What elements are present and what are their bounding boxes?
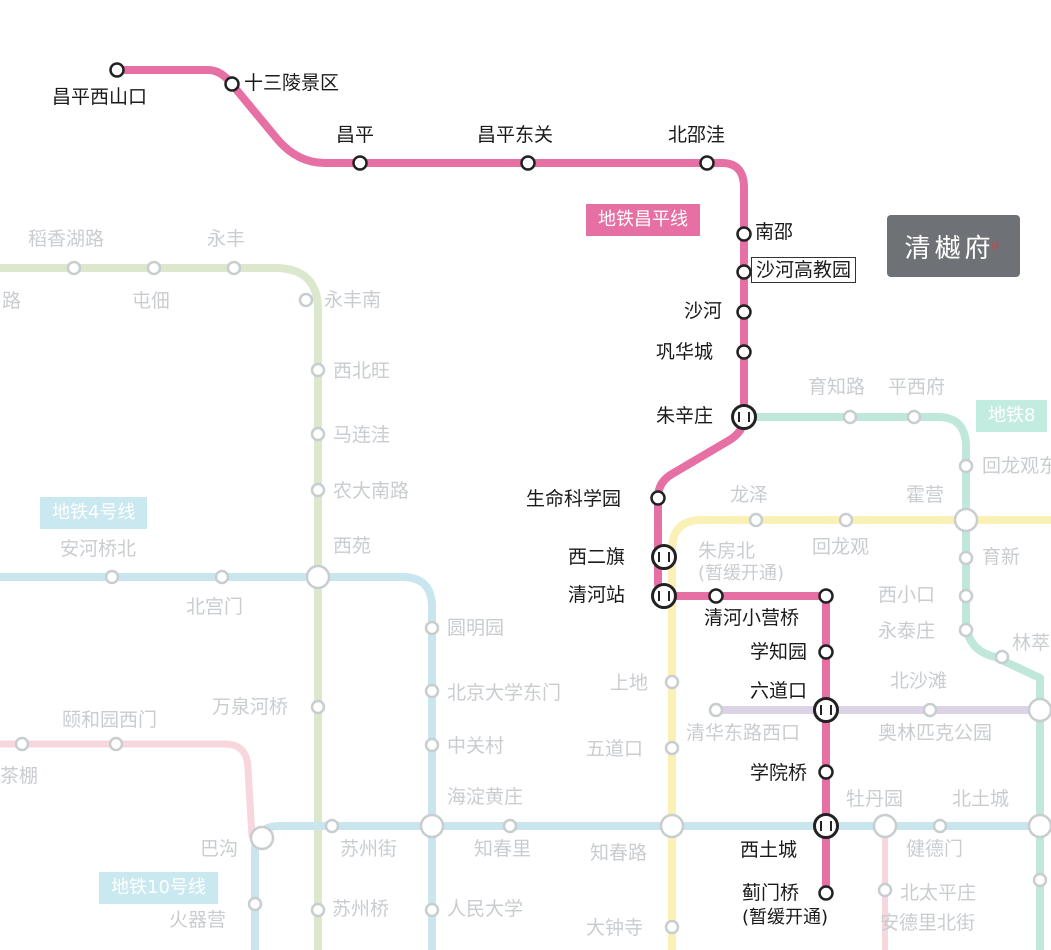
changping-transfers bbox=[651, 404, 839, 839]
faded-station-label: 苏州桥 bbox=[332, 898, 390, 920]
station-label[interactable]: 朱辛庄 bbox=[656, 405, 714, 427]
station-label[interactable]: 清河站 bbox=[568, 584, 626, 606]
changping-stations bbox=[109, 62, 834, 901]
faded-station-label: 回龙观东大街 bbox=[982, 455, 1051, 477]
faded-station-label: 西苑 bbox=[333, 535, 372, 557]
station-label[interactable]: 六道口 bbox=[750, 680, 808, 702]
faded-station-label: 安河桥北 bbox=[60, 538, 137, 560]
faded-station-label: 龙泽 bbox=[730, 484, 769, 506]
line8-badge: 地铁8 bbox=[976, 400, 1048, 432]
faded-station-label: 知春路 bbox=[590, 842, 648, 864]
faded-station-label: 永丰 bbox=[207, 228, 246, 250]
faded-station-label: 霍营 bbox=[906, 484, 945, 506]
faded-station-label: 火器营 bbox=[169, 909, 227, 931]
faded-station-label: 北宫门 bbox=[186, 596, 244, 618]
faded-station-label: 苏州街 bbox=[340, 838, 398, 860]
station-label[interactable]: 沙河 bbox=[684, 300, 723, 322]
callout-text: 清樾府 bbox=[904, 233, 995, 264]
faded-station-label: 永丰南 bbox=[324, 289, 382, 311]
faded-station-label: 农大南路 bbox=[333, 480, 410, 502]
station-label[interactable]: 十三陵景区 bbox=[244, 72, 340, 94]
faded-station-label: 西小口 bbox=[878, 584, 936, 606]
station-label[interactable]: 巩华城 bbox=[656, 341, 714, 363]
station-label[interactable]: 生命科学园 bbox=[526, 488, 622, 510]
faded-station-label: 海淀黄庄 bbox=[447, 786, 524, 808]
faded-station-label: 清华东路西口 bbox=[686, 722, 801, 744]
faded-station-label: 健德门 bbox=[906, 838, 964, 860]
station-label[interactable]: 西二旗 bbox=[568, 546, 626, 568]
faded-station-label: 朱房北 bbox=[698, 540, 756, 562]
faded-partial-label: 茶棚 bbox=[0, 765, 39, 787]
faded-station-label: 中关村 bbox=[447, 735, 505, 757]
faded-station-label: 林萃 bbox=[1012, 632, 1051, 654]
faded-station-label: 知春里 bbox=[474, 838, 532, 860]
station-label[interactable]: 昌平东关 bbox=[477, 124, 554, 146]
station-label[interactable]: 学院桥 bbox=[750, 762, 808, 784]
station-label[interactable]: 清河小营桥 bbox=[704, 607, 800, 629]
faded-station-label: 稻香湖路 bbox=[28, 228, 105, 250]
faded-station-label: 西北旺 bbox=[333, 360, 391, 382]
faded-station-label: 育知路 bbox=[808, 376, 866, 398]
faded-station-label: 上地 bbox=[610, 672, 649, 694]
faded-station-label: 北沙滩 bbox=[890, 670, 948, 692]
faded-station-label: 北土城 bbox=[952, 788, 1010, 810]
faded-station-label: 牡丹园 bbox=[846, 788, 904, 810]
station-label[interactable]: 蓟门桥 bbox=[742, 882, 800, 904]
faded-station-label: 圆明园 bbox=[447, 617, 505, 639]
faded-station-label: 五道口 bbox=[586, 738, 644, 760]
highlighted-station-label[interactable]: 沙河高教园 bbox=[751, 257, 857, 283]
faded-station-label: 颐和园西门 bbox=[62, 709, 158, 731]
changping-line-track bbox=[113, 66, 830, 899]
background-stations bbox=[14, 260, 1048, 935]
station-label[interactable]: 西土城 bbox=[740, 839, 798, 861]
faded-station-label: 北太平庄 bbox=[900, 882, 977, 904]
station-label[interactable]: 学知园 bbox=[750, 641, 808, 663]
changping-line-badge: 地铁昌平线 bbox=[586, 204, 700, 236]
transfer-glyphs bbox=[658, 412, 832, 831]
background-transfers bbox=[249, 507, 1051, 851]
faded-station-label: 马连洼 bbox=[333, 424, 391, 446]
faded-station-label: 永泰庄 bbox=[878, 620, 936, 642]
faded-station-label: 巴沟 bbox=[200, 838, 239, 860]
line4-badge: 地铁4号线 bbox=[40, 497, 148, 529]
faded-station-label: 奥林匹克公园 bbox=[878, 722, 993, 744]
pink-faded-track bbox=[0, 740, 256, 840]
west-green-line bbox=[0, 264, 322, 950]
suspended-note: (暂缓开通) bbox=[742, 907, 829, 928]
faded-station-label: 平西府 bbox=[888, 376, 946, 398]
station-label[interactable]: 南邵 bbox=[755, 221, 794, 243]
faded-partial-label: 路 bbox=[2, 290, 22, 312]
faded-station-label: 人民大学 bbox=[447, 898, 524, 920]
station-label[interactable]: 昌平西山口 bbox=[52, 86, 148, 108]
faded-suspended-note: (暂缓开通) bbox=[698, 563, 785, 584]
station-label[interactable]: 北邵洼 bbox=[668, 124, 726, 146]
station-label[interactable]: 昌平 bbox=[336, 124, 375, 146]
faded-station-label: 安德里北街 bbox=[880, 912, 976, 934]
callout-marker: 0 bbox=[991, 239, 1003, 253]
faded-station-label: 北京大学东门 bbox=[447, 682, 562, 704]
faded-station-label: 万泉河桥 bbox=[212, 696, 289, 718]
line10-badge: 地铁10号线 bbox=[99, 872, 218, 904]
faded-station-label: 育新 bbox=[982, 546, 1021, 568]
faded-station-label: 回龙观 bbox=[812, 536, 870, 558]
faded-station-label: 大钟寺 bbox=[586, 917, 644, 939]
line4-track bbox=[0, 573, 436, 950]
line8-track bbox=[738, 413, 1044, 950]
faded-station-label: 屯佃 bbox=[132, 290, 171, 312]
